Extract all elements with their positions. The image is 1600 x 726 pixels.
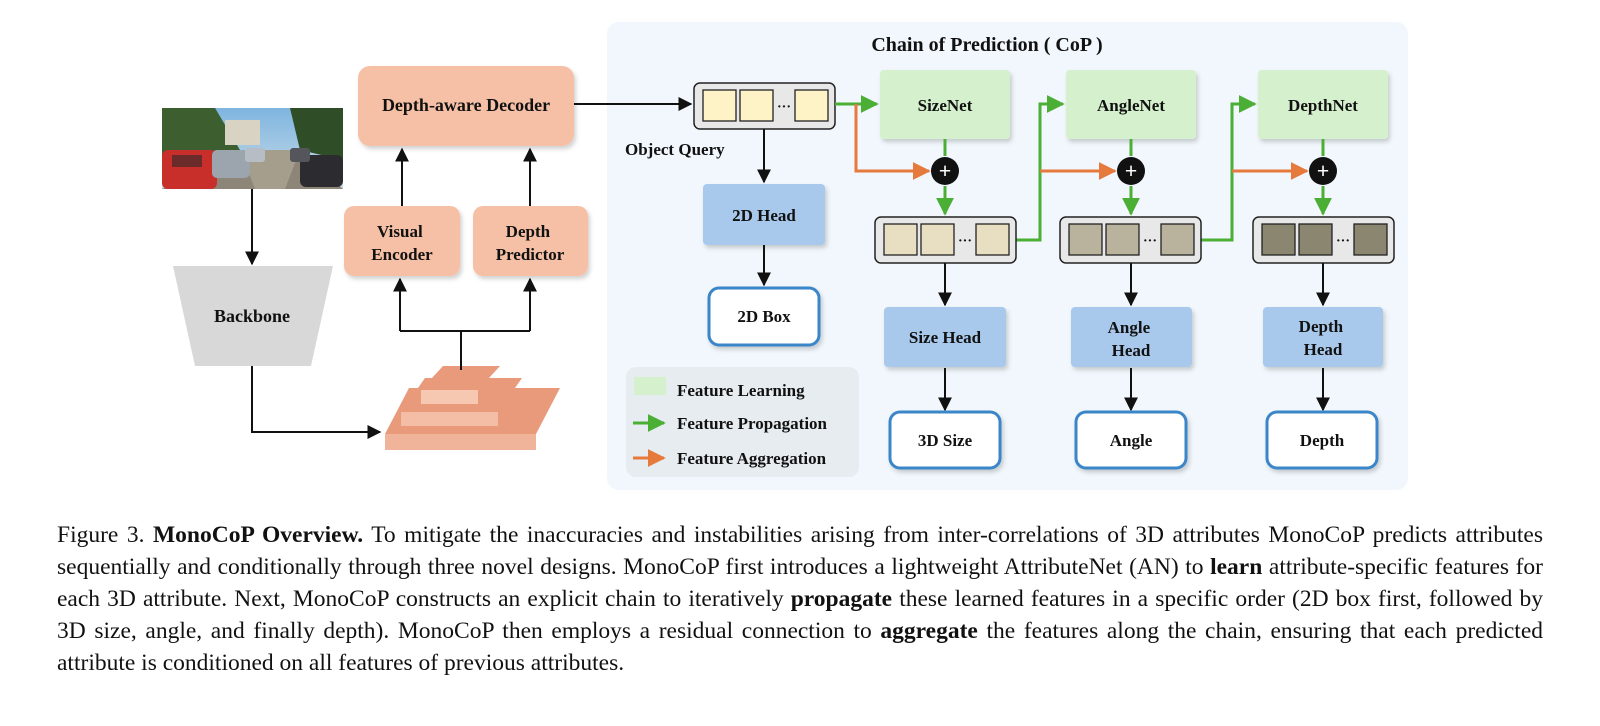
depth-head-label: Depth Head xyxy=(1299,317,1348,359)
head-arrows xyxy=(938,263,1330,412)
input-image xyxy=(162,108,343,189)
depth-net-label: DepthNet xyxy=(1288,96,1358,115)
figure-caption: Figure 3. MonoCoP Overview. To mitigate … xyxy=(57,519,1543,679)
depth-query-ellipsis: ··· xyxy=(1336,234,1350,249)
caption-bold-propagate: propagate xyxy=(790,586,893,612)
plus-node-angle: + xyxy=(1117,157,1145,185)
size-query-ellipsis: ··· xyxy=(958,234,972,249)
angle-net-label: AngleNet xyxy=(1097,96,1165,115)
visual-encoder-block xyxy=(344,206,460,276)
depth-output xyxy=(1265,410,1379,470)
size-head-block xyxy=(884,307,1006,367)
angle-head-block xyxy=(1071,307,1192,367)
size-output-label: 3D Size xyxy=(918,431,973,450)
depth-output-label: Depth xyxy=(1300,431,1345,450)
angle-feature-query: ··· xyxy=(1059,216,1202,264)
angle-net-block xyxy=(1066,70,1196,139)
plus-size-glyph: + xyxy=(939,158,952,183)
caption-text-1: To mitigate the inaccuracies and instabi… xyxy=(57,522,1543,580)
monocop-diagram: Chain of Prediction ( CoP ) Backbone Vis… xyxy=(162,22,1408,490)
legend-propagation-label: Feature Propagation xyxy=(677,414,828,433)
angle-query-ellipsis: ··· xyxy=(1143,234,1157,249)
caption-label: Figure 3. xyxy=(57,522,145,548)
size-net-label: SizeNet xyxy=(918,96,973,115)
plus-angle-glyph: + xyxy=(1125,158,1138,183)
angle-head-line2: Head xyxy=(1112,341,1151,360)
angle-head-label: Angle Head xyxy=(1108,318,1155,360)
caption-paragraph: Figure 3. MonoCoP Overview. To mitigate … xyxy=(57,519,1543,679)
object-query: ··· xyxy=(693,82,836,130)
caption-bold-aggregate: aggregate xyxy=(880,618,978,644)
box-2d-label: 2D Box xyxy=(737,307,791,326)
visual-encoder-line2: Encoder xyxy=(371,245,433,264)
legend-learning-label: Feature Learning xyxy=(677,381,805,400)
depth-head-line1: Depth xyxy=(1299,317,1344,336)
cop-title: Chain of Prediction ( CoP ) xyxy=(871,34,1102,56)
depth-predictor-label: Depth Predictor xyxy=(496,222,565,264)
depth-net-block xyxy=(1258,70,1388,139)
left-arrows xyxy=(245,97,693,439)
plus-node-size: + xyxy=(931,157,959,185)
aggregation-arrows xyxy=(854,104,1309,180)
decoder-block xyxy=(358,66,574,146)
depth-predictor-line2: Predictor xyxy=(496,245,565,264)
decoder-label: Depth-aware Decoder xyxy=(382,95,550,115)
visual-encoder-line1: Visual xyxy=(377,222,423,241)
depth-head-line2: Head xyxy=(1304,340,1343,359)
caption-bold-learn: learn xyxy=(1210,554,1263,580)
angle-output-label: Angle xyxy=(1110,431,1153,450)
box-2d-output xyxy=(707,286,821,347)
size-head-label: Size Head xyxy=(909,328,982,347)
plus-depth-glyph: + xyxy=(1317,158,1330,183)
caption-text-4: the features along the chain, ensuring t… xyxy=(57,618,1543,676)
legend-aggregation-label: Feature Aggregation xyxy=(677,449,827,468)
size-net-block xyxy=(880,70,1010,139)
size-output xyxy=(888,410,1002,470)
depth-predictor-line1: Depth xyxy=(506,222,551,241)
depth-predictor-block xyxy=(473,206,588,276)
backbone-block xyxy=(173,266,333,366)
feature-pyramid xyxy=(385,366,560,450)
visual-encoder-label: Visual Encoder xyxy=(371,222,433,264)
caption-title: MonoCoP Overview. xyxy=(152,522,364,548)
head-2d-label: 2D Head xyxy=(732,206,796,225)
legend-learning-swatch xyxy=(634,377,666,395)
plus-node-depth: + xyxy=(1309,157,1337,185)
object-query-ellipsis: ··· xyxy=(777,100,791,115)
angle-output xyxy=(1074,410,1188,470)
size-feature-query: ··· xyxy=(874,216,1017,264)
object-query-label: Object Query xyxy=(625,140,725,159)
caption-text-2: attribute-specific features for each 3D … xyxy=(57,554,1544,612)
backbone-label: Backbone xyxy=(214,306,290,326)
legend: Feature Learning Feature Propagation Fea… xyxy=(626,367,859,477)
angle-head-line1: Angle xyxy=(1108,318,1151,337)
head-2d-block xyxy=(703,184,825,245)
depth-head-block xyxy=(1263,307,1383,367)
caption-text-3: these learned features in a specific ord… xyxy=(57,586,1543,644)
depth-feature-query: ··· xyxy=(1252,216,1395,264)
